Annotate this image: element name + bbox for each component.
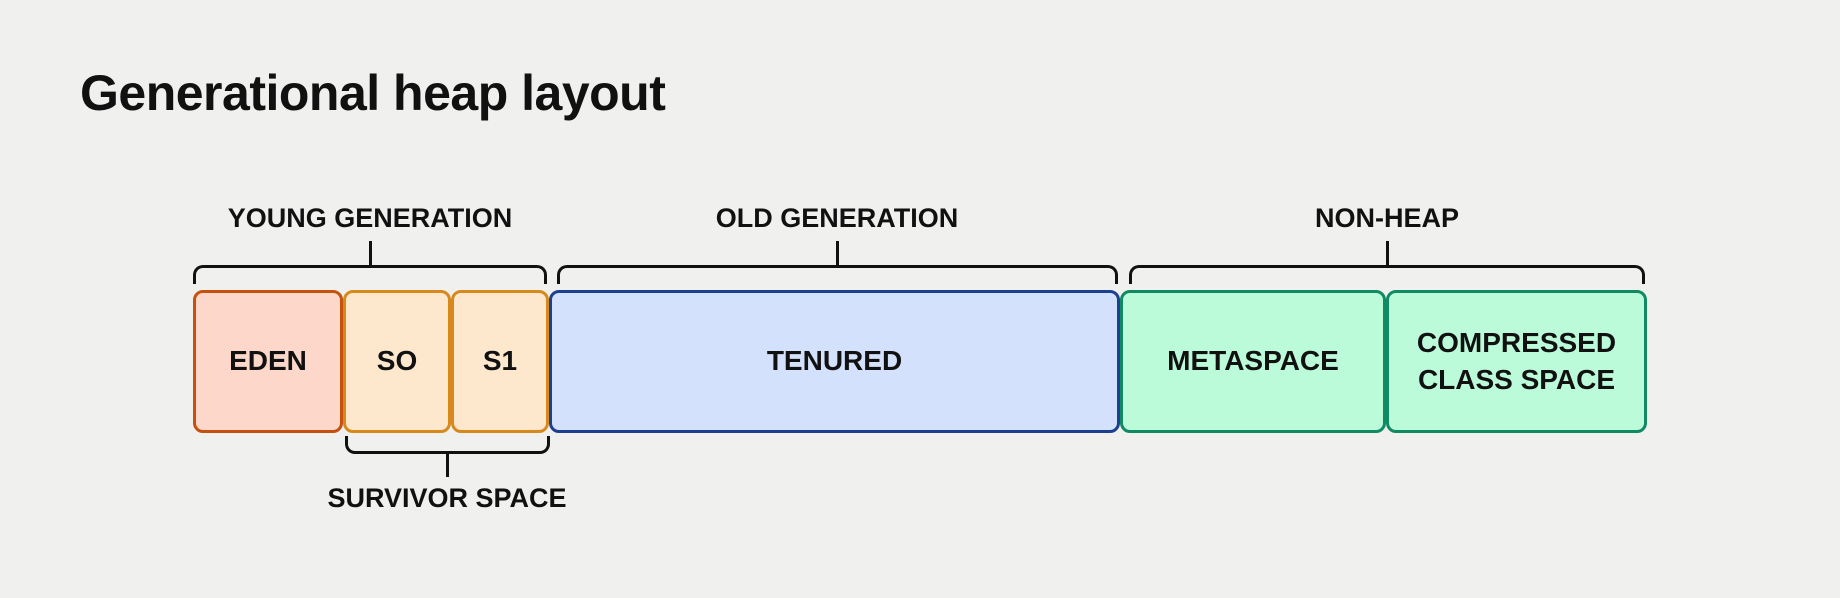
box-survivor-1: S1 (451, 290, 549, 433)
box-survivor-0: SO (343, 290, 451, 433)
page-title: Generational heap layout (80, 65, 666, 121)
old-generation-bracket (557, 265, 1118, 284)
box-survivor-1-label: S1 (482, 345, 518, 377)
young-generation-bracket (193, 265, 547, 284)
non-heap-bracket (1129, 265, 1645, 284)
box-compressed-class-space-label: COMPRESSED CLASS SPACE (1416, 327, 1617, 395)
survivor-space-bracket (345, 436, 550, 454)
box-tenured: TENURED (549, 290, 1120, 433)
young-generation-bracket-tick (369, 241, 372, 265)
box-tenured-label: TENURED (766, 345, 903, 377)
group-label-non-heap: NON-HEAP (1314, 203, 1460, 233)
survivor-space-label: SURVIVOR SPACE (327, 483, 567, 513)
box-metaspace-label: METASPACE (1167, 345, 1339, 377)
box-survivor-0-label: SO (376, 345, 418, 377)
box-eden: EDEN (193, 290, 343, 433)
survivor-space-bracket-tick (446, 453, 449, 477)
old-generation-bracket-tick (836, 241, 839, 265)
group-label-old-generation: OLD GENERATION (715, 203, 959, 233)
box-eden-label: EDEN (229, 345, 307, 377)
group-label-young-generation: YOUNG GENERATION (227, 203, 513, 233)
box-metaspace: METASPACE (1120, 290, 1386, 433)
non-heap-bracket-tick (1386, 241, 1389, 265)
box-compressed-class-space: COMPRESSED CLASS SPACE (1386, 290, 1647, 433)
